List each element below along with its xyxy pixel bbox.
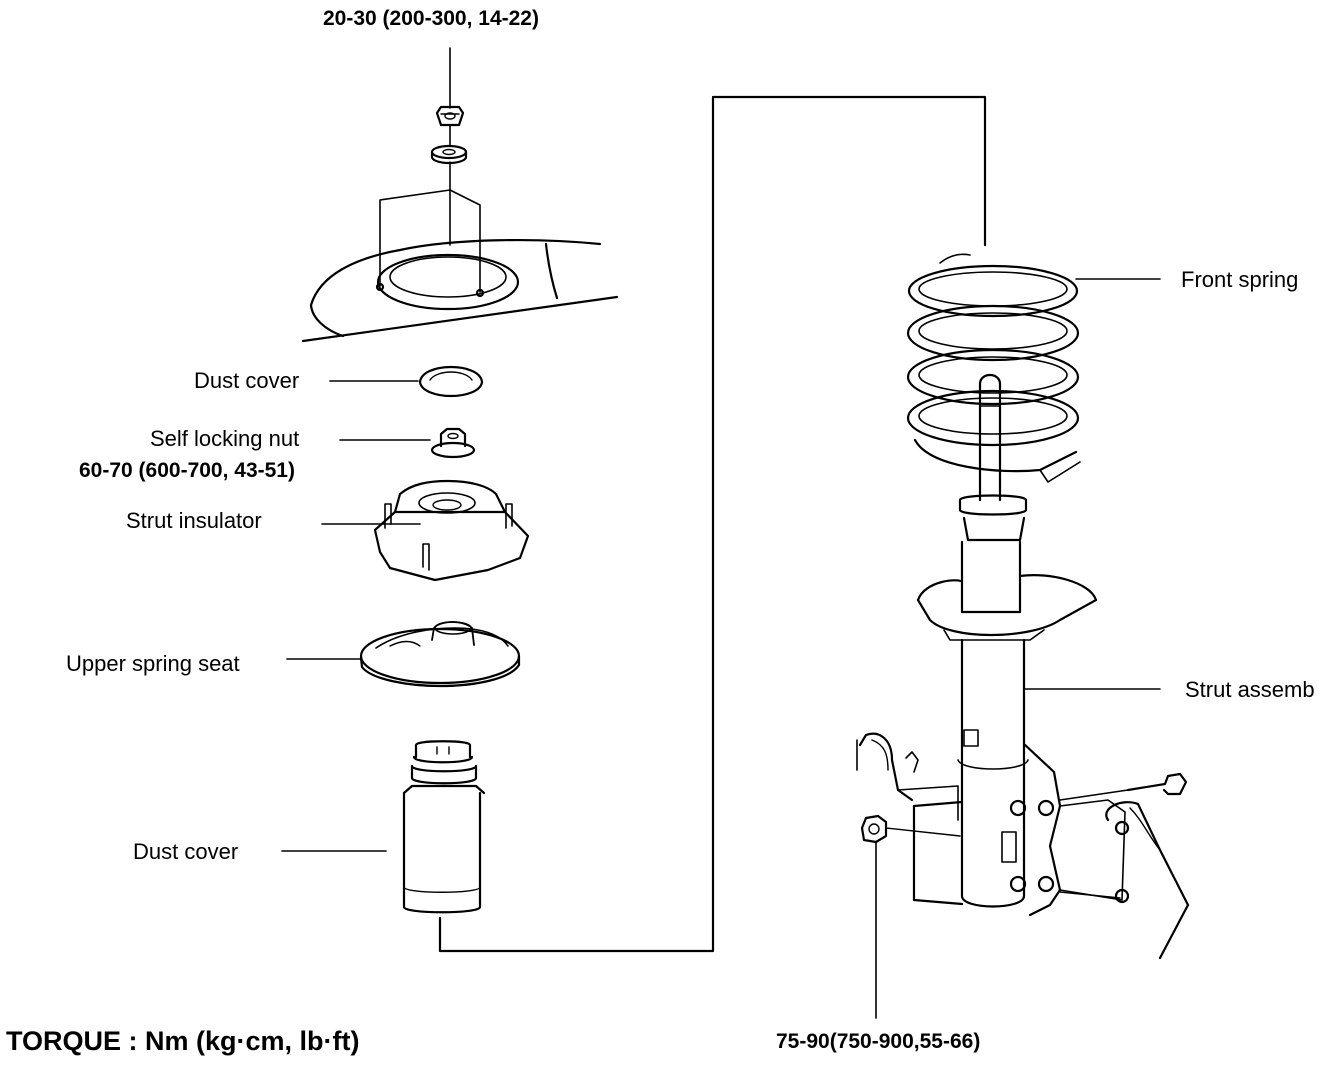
strut-tower-panel xyxy=(301,189,619,343)
front-spring-part xyxy=(906,253,1161,483)
label-front-spring: Front spring xyxy=(1181,267,1299,292)
top-washer xyxy=(430,124,468,246)
label-strut-assembly: Strut assemb xyxy=(1185,677,1315,702)
self-locking-nut-part xyxy=(339,427,476,459)
dust-cover-cap xyxy=(329,365,484,398)
torque-units-legend: TORQUE : Nm (kg·cm, lb·ft) xyxy=(6,1026,360,1056)
label-dust-cover-lower: Dust cover xyxy=(133,839,239,864)
strut-assembly-part xyxy=(856,373,1190,1019)
assembly-connector-line xyxy=(438,95,987,953)
torque-top-nut: 20-30 (200-300, 14-22) xyxy=(323,7,539,30)
torque-knuckle-bolt: 75-90(750-900,55-66) xyxy=(776,1030,981,1053)
label-self-locking-nut: Self locking nut xyxy=(150,426,300,451)
label-upper-spring-seat: Upper spring seat xyxy=(66,651,240,676)
strut-insulator-part xyxy=(321,479,530,582)
dust-cover-bellows xyxy=(281,740,486,914)
label-strut-insulator: Strut insulator xyxy=(126,508,262,533)
label-dust-cover-upper: Dust cover xyxy=(194,368,300,393)
torque-self-locking-nut: 60-70 (600-700, 43-51) xyxy=(79,459,295,482)
upper-spring-seat-part xyxy=(286,621,521,688)
top-nut xyxy=(435,47,465,127)
